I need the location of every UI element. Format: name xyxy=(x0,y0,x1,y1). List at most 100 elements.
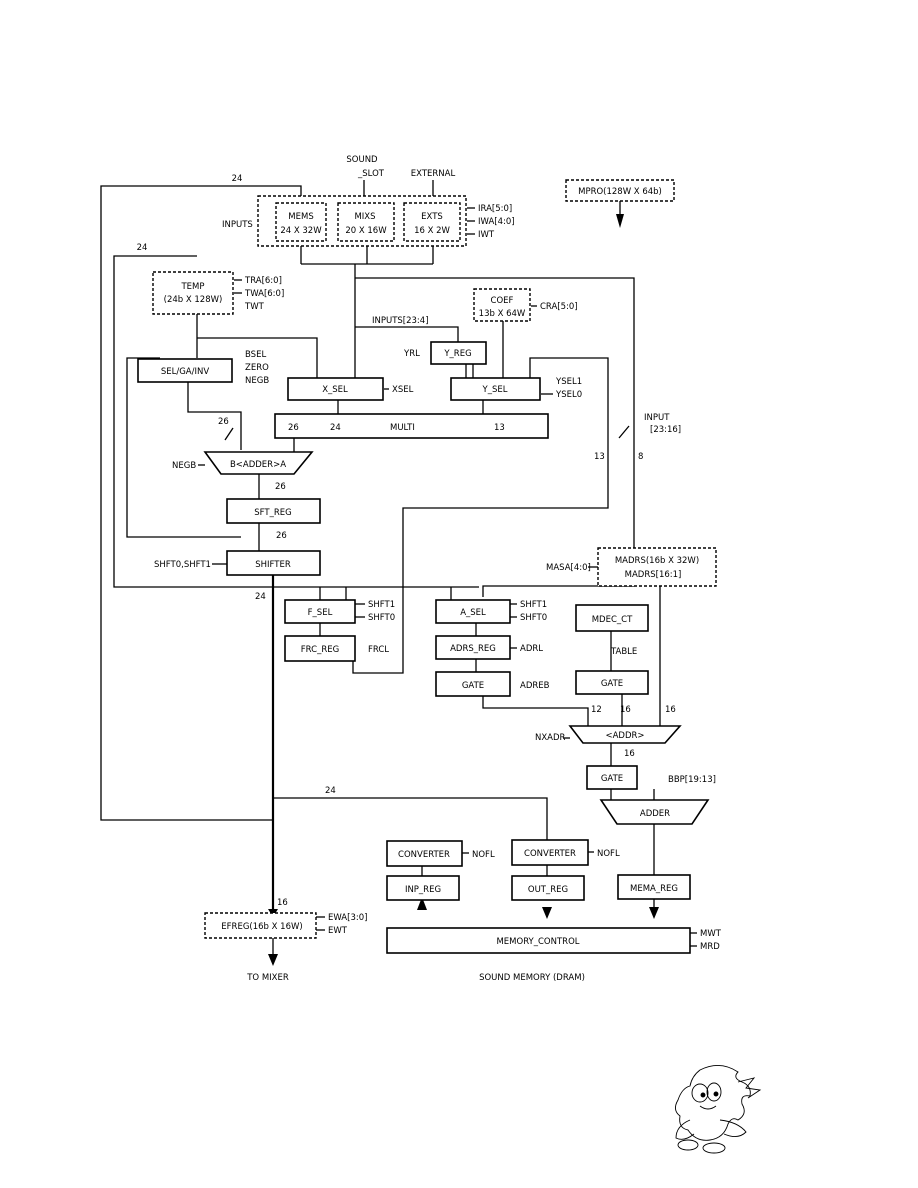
y-sel-block xyxy=(450,377,541,401)
a-sel-label: A_SEL xyxy=(460,608,486,618)
exts-block xyxy=(403,202,461,242)
madrs-range: MADRS[16:1] xyxy=(625,570,682,580)
bus-width-16-d: 16 xyxy=(277,898,288,908)
b-adder-a-block xyxy=(203,451,314,475)
addr-label: <ADDR> xyxy=(605,731,644,741)
temp-block xyxy=(152,271,234,315)
bus-width-16-a: 16 xyxy=(620,705,631,715)
sft-reg-block xyxy=(226,498,321,524)
mdec-ct-block xyxy=(575,604,649,632)
bus-width-24-shifter: 24 xyxy=(255,592,266,602)
gate-1-label: GATE xyxy=(462,681,484,691)
converter-1-label: CONVERTER xyxy=(398,850,450,860)
nxadr-signal: NXADR xyxy=(535,733,566,743)
ira-signal: IRA[5:0] xyxy=(478,204,512,214)
adder-block xyxy=(599,799,710,825)
iwa-signal: IWA[4:0] xyxy=(478,217,515,227)
mdec-ct-label: MDEC_CT xyxy=(592,615,633,625)
coef-block xyxy=(473,288,531,322)
shifter-block xyxy=(226,550,321,576)
nofl-1-signal: NOFL xyxy=(472,850,495,860)
mpro-label: MPRO(128W X 64b) xyxy=(578,187,662,197)
madrs-label: MADRS(16b X 32W) xyxy=(615,556,699,566)
shft0-f-signal: SHFT0 xyxy=(368,613,395,623)
bbp-signal: BBP[19:13] xyxy=(668,775,716,785)
table-label: TABLE xyxy=(610,647,637,657)
bus-width-16-c: 16 xyxy=(624,749,635,759)
to-mixer-label: TO MIXER xyxy=(246,973,289,983)
coef-label: COEF xyxy=(491,296,514,306)
ewt-signal: EWT xyxy=(328,926,348,936)
gate-3-label: GATE xyxy=(601,774,623,784)
y-reg-label: Y_REG xyxy=(443,349,471,359)
gate-3-block xyxy=(586,765,638,790)
negb-in-signal: NEGB xyxy=(172,461,196,471)
shft1-f-signal: SHFT1 xyxy=(368,600,395,610)
shft0-a-signal: SHFT0 xyxy=(520,613,547,623)
mpro-block xyxy=(565,179,675,202)
sound-slot-label: SOUND xyxy=(346,155,378,165)
signal-arrows xyxy=(198,207,697,947)
twa-signal: TWA[6:0] xyxy=(244,289,284,299)
sft-reg-label: SFT_REG xyxy=(254,508,291,518)
mixs-label: MIXS xyxy=(354,212,375,222)
multi-width-13: 13 xyxy=(494,423,505,433)
bus-width-24-top: 24 xyxy=(232,174,243,184)
x-sel-block xyxy=(287,377,384,401)
bus-width-24-e: 24 xyxy=(325,786,336,796)
shft1-a-signal: SHFT1 xyxy=(520,600,547,610)
mems-label: MEMS xyxy=(288,212,313,222)
multi-width-26: 26 xyxy=(288,423,299,433)
y-reg-block xyxy=(430,341,487,365)
mwt-signal: MWT xyxy=(700,929,722,939)
madrs-block xyxy=(597,547,717,587)
exts-label: EXTS xyxy=(421,212,443,222)
bus-width-13-right: 13 xyxy=(594,452,605,462)
addr-block xyxy=(568,725,682,744)
a-sel-block xyxy=(435,599,511,624)
mixs-block xyxy=(337,202,395,242)
input-23-16-label: INPUT xyxy=(644,413,670,423)
bus-width-26-c: 26 xyxy=(275,482,286,492)
sound-slot-label-2: _SLOT xyxy=(357,169,385,179)
yrl-signal: YRL xyxy=(403,349,420,359)
memory-control-block xyxy=(386,927,691,954)
wires xyxy=(100,180,661,955)
ewa-signal: EWA[3:0] xyxy=(328,913,367,923)
out-reg-block xyxy=(511,875,585,901)
xsel-signal: XSEL xyxy=(392,385,414,395)
arrowheads xyxy=(268,214,659,966)
y-sel-label: Y_SEL xyxy=(482,385,508,395)
mascot-sketch-icon xyxy=(675,1065,762,1154)
negb-signal: NEGB xyxy=(245,376,269,386)
bus-ticks xyxy=(224,425,630,441)
f-sel-block xyxy=(284,599,356,624)
bus-width-16-b: 16 xyxy=(665,705,676,715)
mema-reg-block xyxy=(617,874,691,900)
input-23-16-range: [23:16] xyxy=(650,425,681,435)
inp-reg-block xyxy=(386,875,460,901)
bus-width-26-d: 26 xyxy=(276,531,287,541)
sound-memory-label: SOUND MEMORY (DRAM) xyxy=(479,973,585,983)
converter-2-block xyxy=(511,839,589,866)
mrd-signal: MRD xyxy=(700,942,720,952)
adreb-signal: ADREB xyxy=(520,681,550,691)
converter-2-label: CONVERTER xyxy=(524,849,576,859)
tra-signal: TRA[6:0] xyxy=(244,276,282,286)
bus-width-8: 8 xyxy=(638,452,643,462)
multi-label: MULTI xyxy=(390,423,415,433)
efreg-label: EFREG(16b X 16W) xyxy=(221,922,302,932)
gate-1-block xyxy=(435,671,511,697)
multi-width-24: 24 xyxy=(330,423,341,433)
zero-signal: ZERO xyxy=(245,363,269,373)
converter-1-block xyxy=(386,840,463,867)
exts-size: 16 X 2W xyxy=(414,226,450,236)
adrs-reg-label: ADRS_REG xyxy=(450,644,496,654)
mema-reg-label: MEMA_REG xyxy=(630,884,678,894)
efreg-block xyxy=(204,912,317,939)
ysel1-signal: YSEL1 xyxy=(555,377,582,387)
mems-block xyxy=(275,202,327,242)
b-adder-a-label: B<ADDER>A xyxy=(230,460,286,470)
adder-label: ADDER xyxy=(640,809,670,819)
